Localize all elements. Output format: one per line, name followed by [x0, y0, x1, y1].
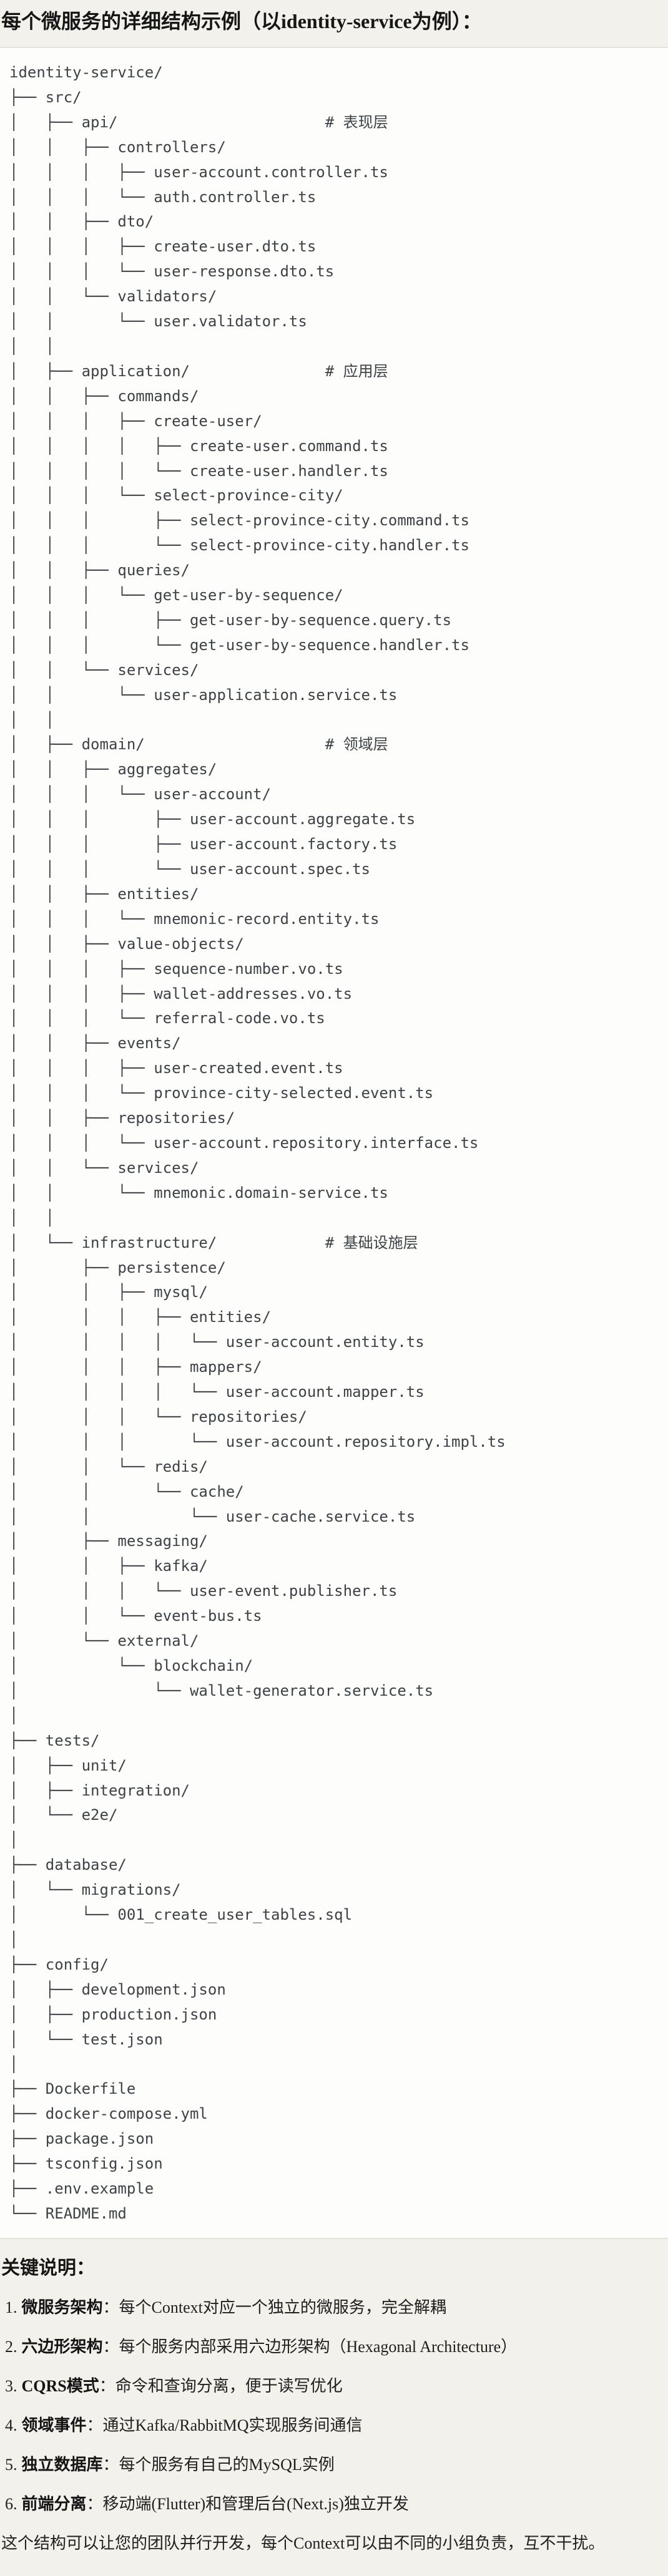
closing-paragraph: 这个结构可以让您的团队并行开发，每个Context可以由不同的小组负责，互不干扰… — [1, 2534, 605, 2552]
note-colon: ： — [86, 2416, 103, 2434]
note-number: 4. — [5, 2416, 17, 2434]
note-number: 6. — [5, 2494, 17, 2513]
note-item: 3.CQRS模式：命令和查询分离，便于读写优化 — [5, 2374, 663, 2399]
note-number: 5. — [5, 2455, 17, 2474]
note-item: 5.独立数据库：每个服务有自己的MySQL实例 — [5, 2452, 663, 2477]
directory-tree-block: identity-service/ ├── src/ │ ├── api/ # … — [0, 47, 668, 2239]
note-item: 6.前端分离：移动端(Flutter)和管理后台(Next.js)独立开发 — [5, 2492, 663, 2517]
note-label: 六边形架构 — [21, 2337, 103, 2356]
note-label: 前端分离 — [21, 2494, 87, 2513]
note-label: 独立数据库 — [21, 2455, 103, 2474]
directory-tree: identity-service/ ├── src/ │ ├── api/ # … — [9, 64, 506, 2222]
note-number: 3. — [5, 2376, 17, 2395]
note-item: 1.微服务架构：每个Context对应一个独立的微服务，完全解耦 — [5, 2295, 663, 2320]
note-label: 微服务架构 — [21, 2298, 103, 2316]
note-number: 1. — [5, 2298, 17, 2316]
note-text: 移动端(Flutter)和管理后台(Next.js)独立开发 — [102, 2494, 409, 2513]
note-colon: ： — [102, 2455, 119, 2474]
note-colon: ： — [102, 2337, 119, 2356]
note-label: 领域事件 — [21, 2416, 87, 2434]
note-item: 2.六边形架构：每个服务内部采用六边形架构（Hexagonal Architec… — [5, 2335, 663, 2360]
note-colon: ： — [86, 2494, 103, 2513]
note-text: 每个Context对应一个独立的微服务，完全解耦 — [119, 2298, 446, 2316]
note-text: 每个服务有自己的MySQL实例 — [119, 2455, 335, 2474]
note-text: 每个服务内部采用六边形架构（Hexagonal Architecture） — [119, 2337, 518, 2356]
note-item: 4.领域事件：通过Kafka/RabbitMQ实现服务间通信 — [5, 2413, 663, 2438]
note-label: CQRS模式 — [21, 2376, 99, 2395]
note-text: 命令和查询分离，便于读写优化 — [115, 2376, 343, 2395]
note-colon: ： — [99, 2376, 115, 2395]
note-text: 通过Kafka/RabbitMQ实现服务间通信 — [102, 2416, 363, 2434]
page-title: 每个微服务的详细结构示例（以identity-service为例）： — [1, 10, 482, 32]
notes-heading: 关键说明： — [1, 2257, 95, 2278]
page: { "title": "每个微服务的详细结构示例（以identity-servi… — [0, 7, 668, 2576]
note-number: 2. — [5, 2337, 17, 2356]
note-colon: ： — [102, 2298, 119, 2316]
